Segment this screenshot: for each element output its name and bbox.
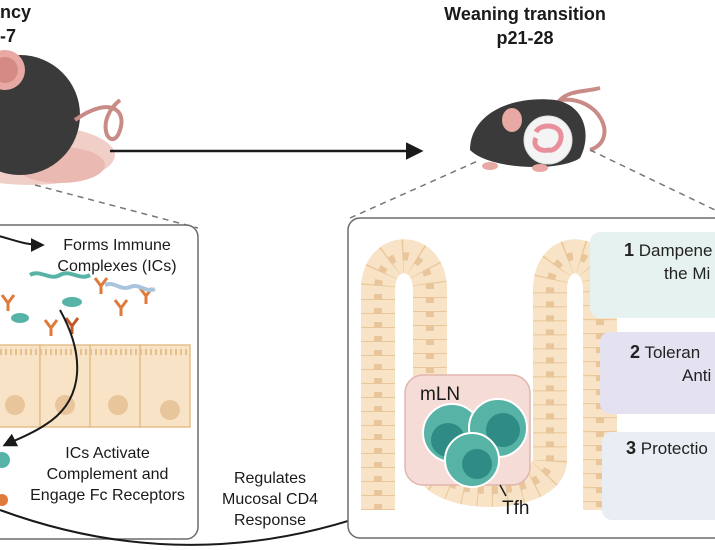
ics-line3: Engage Fc Receptors bbox=[30, 487, 185, 504]
antibody-icons bbox=[0, 277, 154, 336]
infancy-title-line1: ancy bbox=[0, 2, 32, 22]
card-3-number: 3 bbox=[626, 438, 637, 458]
intestinal-villus bbox=[361, 239, 617, 510]
mother-mouse-icon bbox=[0, 50, 124, 185]
forms-ics-label: Forms Immune Complexes (ICs) bbox=[42, 235, 192, 277]
regulates-label: Regulates Mucosal CD4 Response bbox=[205, 468, 335, 531]
card-1-line1: Dampene bbox=[638, 241, 713, 260]
card-protection: 3 Protectio bbox=[602, 432, 715, 520]
bacteria-icons bbox=[11, 271, 156, 323]
card-1-number: 1 bbox=[624, 240, 635, 260]
mln-label: mLN bbox=[420, 384, 461, 405]
ics-activate-label: ICs Activate Complement and Engage Fc Re… bbox=[20, 443, 195, 506]
card-dampening: 1 Dampene the Mi bbox=[590, 232, 715, 318]
forms-line2: Complexes (ICs) bbox=[57, 258, 177, 275]
weaning-title-line2: p21-28 bbox=[496, 28, 554, 48]
regulates-line3: Response bbox=[233, 512, 307, 529]
card-3-line1: Protectio bbox=[640, 439, 708, 458]
infancy-title: ancy 0-7 bbox=[0, 0, 50, 48]
tfh-label: Tfh bbox=[502, 498, 530, 519]
regulates-line1: Regulates bbox=[233, 470, 307, 487]
weaning-title: Weaning transition p21-28 bbox=[410, 2, 640, 50]
weaning-mouse-icon bbox=[470, 86, 607, 172]
card-2-line1: Toleran bbox=[644, 343, 701, 362]
forms-line1: Forms Immune bbox=[63, 237, 171, 254]
card-1-line2: the Mi bbox=[664, 264, 711, 283]
card-2-line2: Anti bbox=[682, 366, 712, 385]
ics-line2: Complement and bbox=[46, 466, 169, 483]
card-tolerance: 2 Toleran Anti bbox=[600, 332, 715, 414]
infancy-title-line2: 0-7 bbox=[0, 26, 17, 46]
card-2-number: 2 bbox=[630, 342, 641, 362]
left-epithelium bbox=[0, 344, 191, 428]
ics-line1: ICs Activate bbox=[65, 445, 150, 462]
tfh-cells bbox=[422, 398, 528, 488]
weaning-title-line1: Weaning transition bbox=[444, 4, 606, 24]
regulates-line2: Mucosal CD4 bbox=[221, 491, 319, 508]
